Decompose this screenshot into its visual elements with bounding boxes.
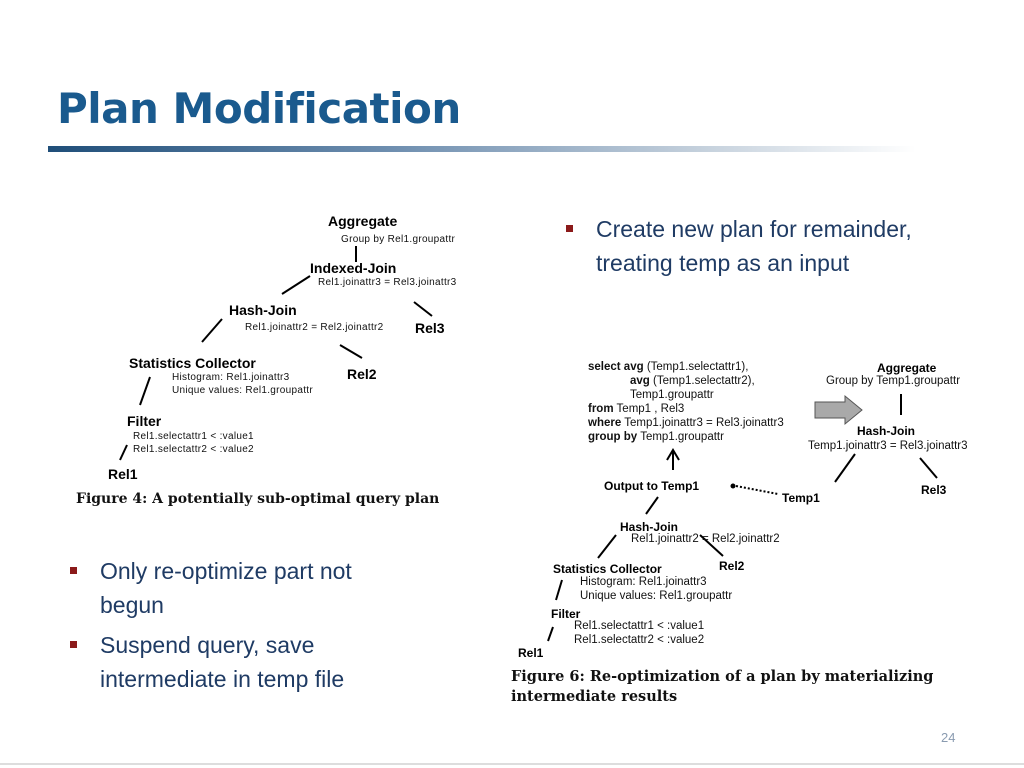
edge-stats-filter bbox=[555, 579, 563, 601]
edge-filter-rel1 bbox=[547, 626, 554, 642]
fig4-rel2: Rel2 bbox=[347, 366, 377, 382]
edge-output-hashjoin bbox=[645, 496, 659, 515]
edge-filter-rel1 bbox=[119, 444, 128, 461]
fig6-aggregate-sub: Group by Temp1.groupattr bbox=[826, 375, 961, 387]
slide-title: Plan Modification bbox=[57, 84, 461, 133]
edge-hashjoin-rel2 bbox=[699, 534, 724, 557]
fig6-output-to-temp1: Output to Temp1 bbox=[604, 479, 700, 493]
bullet-text-line2: begun bbox=[100, 592, 164, 618]
bullet-marker bbox=[70, 567, 77, 574]
edge-stats-filter bbox=[139, 376, 151, 406]
bullet-marker bbox=[70, 641, 77, 648]
sql-line: avg (Temp1.selectattr2), bbox=[630, 375, 755, 387]
fig4-aggregate: Aggregate bbox=[328, 213, 398, 229]
fig4-stats-unique: Unique values: Rel1.groupattr bbox=[172, 385, 313, 396]
fig6-aggregate: Aggregate bbox=[877, 361, 937, 375]
fig6-statistics-collector: Statistics Collector bbox=[553, 562, 662, 576]
edge-hashjoin-top-temp1 bbox=[834, 453, 856, 483]
edge-indexedjoin-hashjoin bbox=[281, 275, 311, 295]
sql-line: group by Temp1.groupattr bbox=[588, 431, 724, 443]
edge-hashjoin-stats bbox=[201, 318, 223, 343]
fig4-filter-cond2: Rel1.selectattr2 < :value2 bbox=[133, 444, 254, 455]
bullet-text-line1: Only re-optimize part not bbox=[100, 558, 352, 584]
bullet-create-new-plan: Create new plan for remainder, treating … bbox=[566, 212, 996, 280]
output-dot bbox=[730, 483, 736, 489]
fig6-filter-cond1: Rel1.selectattr1 < :value1 bbox=[574, 620, 705, 632]
edge-indexedjoin-rel3 bbox=[413, 301, 433, 317]
fig6-hash-join-top-sub: Temp1.joinattr3 = Rel3.joinattr3 bbox=[808, 440, 968, 452]
bullet-text-line2: treating temp as an input bbox=[596, 250, 850, 276]
arrowhead-up bbox=[666, 448, 680, 461]
fig4-stats-histogram: Histogram: Rel1.joinattr3 bbox=[172, 372, 290, 383]
fig4-rel3: Rel3 bbox=[415, 320, 445, 336]
fig4-hash-join: Hash-Join bbox=[229, 302, 297, 318]
fig6-stats-histogram: Histogram: Rel1.joinattr3 bbox=[580, 576, 707, 588]
sql-line: Temp1.groupattr bbox=[630, 389, 714, 401]
sql-line: where Temp1.joinattr3 = Rel3.joinattr3 bbox=[588, 417, 784, 429]
edge-hashjoin-top-rel3 bbox=[919, 457, 938, 479]
sql-line: select avg (Temp1.selectattr1), bbox=[588, 361, 749, 373]
fig4-aggregate-sub: Group by Rel1.groupattr bbox=[341, 234, 456, 245]
page-number: 24 bbox=[941, 730, 956, 745]
figure-6: select avg (Temp1.selectattr1), avg (Tem… bbox=[511, 361, 968, 705]
title-underline bbox=[48, 146, 916, 152]
fig6-rel1: Rel1 bbox=[518, 646, 544, 660]
fig6-temp1: Temp1 bbox=[782, 491, 820, 505]
transform-arrow bbox=[814, 394, 863, 426]
bullet-text-line1: Create new plan for remainder, bbox=[596, 216, 912, 242]
figure-4: Aggregate Group by Rel1.groupattr Indexe… bbox=[0, 0, 520, 520]
fig6-rel2: Rel2 bbox=[719, 559, 745, 573]
fig4-filter-cond1: Rel1.selectattr1 < :value1 bbox=[133, 431, 254, 442]
figure-4-edges bbox=[119, 246, 433, 461]
bullet-reoptimize: Only re-optimize part not begun bbox=[70, 554, 440, 622]
fig6-hash-join: Hash-Join bbox=[620, 520, 679, 534]
edge-output-temp1-dotted bbox=[735, 485, 779, 495]
fig6-rel3: Rel3 bbox=[921, 483, 947, 497]
fig6-stats-unique: Unique values: Rel1.groupattr bbox=[580, 590, 733, 602]
fig6-filter-cond2: Rel1.selectattr2 < :value2 bbox=[574, 634, 705, 646]
edge-hashjoin-stats bbox=[597, 534, 617, 559]
bullet-text-line1: Suspend query, save bbox=[100, 632, 315, 658]
fig4-rel1: Rel1 bbox=[108, 466, 138, 482]
figure-6-edges bbox=[547, 394, 938, 642]
bullet-marker bbox=[566, 225, 573, 232]
footer-divider bbox=[0, 763, 1024, 765]
fig6-caption-line2: intermediate results bbox=[511, 688, 678, 705]
fig4-hash-join-sub: Rel1.joinattr2 = Rel2.joinattr2 bbox=[245, 322, 384, 333]
fig6-caption-line1: Figure 6: Re-optimization of a plan by m… bbox=[511, 668, 934, 685]
fig4-indexed-join-sub: Rel1.joinattr3 = Rel3.joinattr3 bbox=[318, 277, 457, 288]
sql-line: from Temp1 , Rel3 bbox=[588, 403, 685, 415]
fig4-caption: Figure 4: A potentially sub-optimal quer… bbox=[76, 491, 440, 507]
fig6-hash-join-top: Hash-Join bbox=[857, 424, 916, 438]
fig6-hash-join-sub: Rel1.joinattr2 = Rel2.joinattr2 bbox=[631, 533, 780, 545]
edge-hashjoin-rel2 bbox=[339, 344, 363, 359]
bullet-suspend-query: Suspend query, save intermediate in temp… bbox=[70, 628, 440, 696]
fig4-indexed-join: Indexed-Join bbox=[310, 260, 397, 276]
bullet-text-line2: intermediate in temp file bbox=[100, 666, 345, 692]
fig4-statistics-collector: Statistics Collector bbox=[129, 355, 256, 371]
fig6-filter: Filter bbox=[551, 607, 581, 621]
fig4-filter: Filter bbox=[127, 413, 162, 429]
